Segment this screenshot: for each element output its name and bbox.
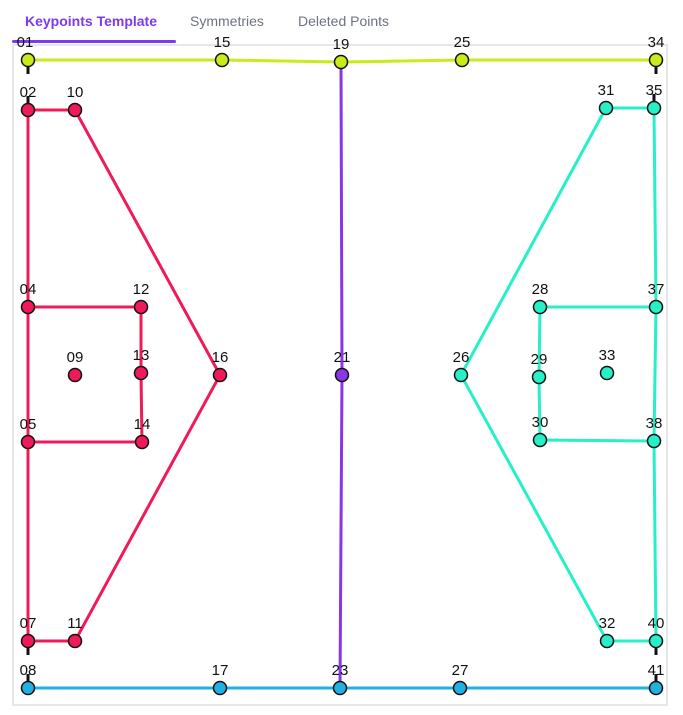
keypoint-28[interactable] [532,299,548,315]
keypoint-label-16: 16 [212,349,229,366]
keypoint-12[interactable] [133,299,149,315]
keypoint-label-09: 09 [67,349,84,366]
connection-15-19 [220,58,343,64]
keypoint-41[interactable] [648,680,664,696]
keypoint-label-41: 41 [648,662,665,679]
keypoint-label-37: 37 [648,281,665,298]
keypoint-label-08: 08 [20,662,37,679]
keypoint-21[interactable] [334,367,350,383]
tab-keypoints-template[interactable]: Keypoints Template [25,13,157,29]
keypoint-label-13: 13 [133,347,150,364]
keypoint-label-19: 19 [333,36,350,53]
keypoint-label-38: 38 [646,415,663,432]
keypoint-label-17: 17 [212,662,229,679]
keypoint-label-29: 29 [531,351,548,368]
keypoint-38[interactable] [646,433,662,449]
connection-16-11 [73,373,222,643]
connection-19-25 [339,58,464,64]
keypoint-01[interactable] [20,52,36,68]
keypoint-labels: 01 15 19 25 34 02 10 04 12 09 13 16 05 14 07 11 21 31 35 28… [17,34,665,679]
keypoint-08[interactable] [20,680,36,696]
keypoint-connections [26,58,658,690]
keypoint-32[interactable] [599,633,615,649]
keypoint-label-14: 14 [134,416,151,433]
keypoint-label-23: 23 [332,662,349,679]
keypoint-label-01: 01 [17,34,34,51]
connection-29-30 [537,375,542,442]
keypoint-27[interactable] [452,680,468,696]
keypoint-31[interactable] [598,100,614,116]
keypoint-35[interactable] [646,100,662,116]
keypoint-17[interactable] [212,680,228,696]
connection-10-16 [73,108,222,377]
tab-bar: Keypoints Template Symmetries Deleted Po… [0,0,683,44]
keypoint-label-15: 15 [214,34,231,51]
connection-37-38 [652,305,658,443]
keypoint-label-11: 11 [67,615,83,632]
keypoint-label-04: 04 [20,281,37,298]
keypoint-15[interactable] [214,52,230,68]
keypoint-40[interactable] [648,633,664,649]
keypoint-37[interactable] [648,299,664,315]
keypoint-label-10: 10 [67,84,84,101]
keypoint-13[interactable] [133,365,149,381]
keypoint-label-21: 21 [334,349,351,366]
keypoint-label-32: 32 [599,615,616,632]
keypoint-label-27: 27 [452,662,469,679]
keypoint-07[interactable] [20,633,36,649]
connection-30-38 [538,438,656,443]
keypoints-canvas[interactable] [12,44,668,706]
keypoint-14[interactable] [134,434,150,450]
keypoint-02[interactable] [20,102,36,118]
keypoint-label-40: 40 [648,615,665,632]
keypoint-33[interactable] [599,365,615,381]
active-tab-indicator [12,40,176,43]
keypoint-label-33: 33 [599,347,616,364]
keypoint-label-31: 31 [598,82,615,99]
tab-deleted-points[interactable]: Deleted Points [298,13,390,29]
keypoint-label-30: 30 [532,414,549,431]
keypoint-label-12: 12 [133,281,150,298]
keypoint-label-05: 05 [20,416,37,433]
keypoint-label-02: 02 [20,84,37,101]
keypoint-label-26: 26 [453,349,470,366]
keypoint-11[interactable] [67,633,83,649]
keypoint-34[interactable] [648,52,664,68]
connection-31-26 [459,106,608,377]
keypoint-25[interactable] [454,52,470,68]
keypoint-26[interactable] [453,367,469,383]
keypoint-label-34: 34 [648,34,665,51]
keypoint-label-07: 07 [20,615,37,632]
connection-13-14 [139,371,144,444]
keypoint-10[interactable] [67,102,83,118]
keypoint-09[interactable] [67,367,83,383]
tab-symmetries[interactable]: Symmetries [190,13,264,29]
connection-21-23 [338,373,344,690]
connection-28-29 [537,305,542,379]
keypoint-label-25: 25 [454,34,471,51]
keypoint-label-28: 28 [532,281,549,298]
keypoint-19[interactable] [333,54,349,70]
connection-19-21 [339,60,344,377]
keypoint-23[interactable] [332,680,348,696]
keypoint-nodes [20,52,664,696]
keypoint-label-35: 35 [646,82,663,99]
connection-26-32 [459,373,609,643]
keypoint-04[interactable] [20,299,36,315]
keypoint-30[interactable] [532,432,548,448]
keypoint-29[interactable] [531,369,547,385]
connection-38-40 [652,439,658,643]
connection-35-37 [652,106,658,309]
keypoint-05[interactable] [20,434,36,450]
keypoint-16[interactable] [212,367,228,383]
